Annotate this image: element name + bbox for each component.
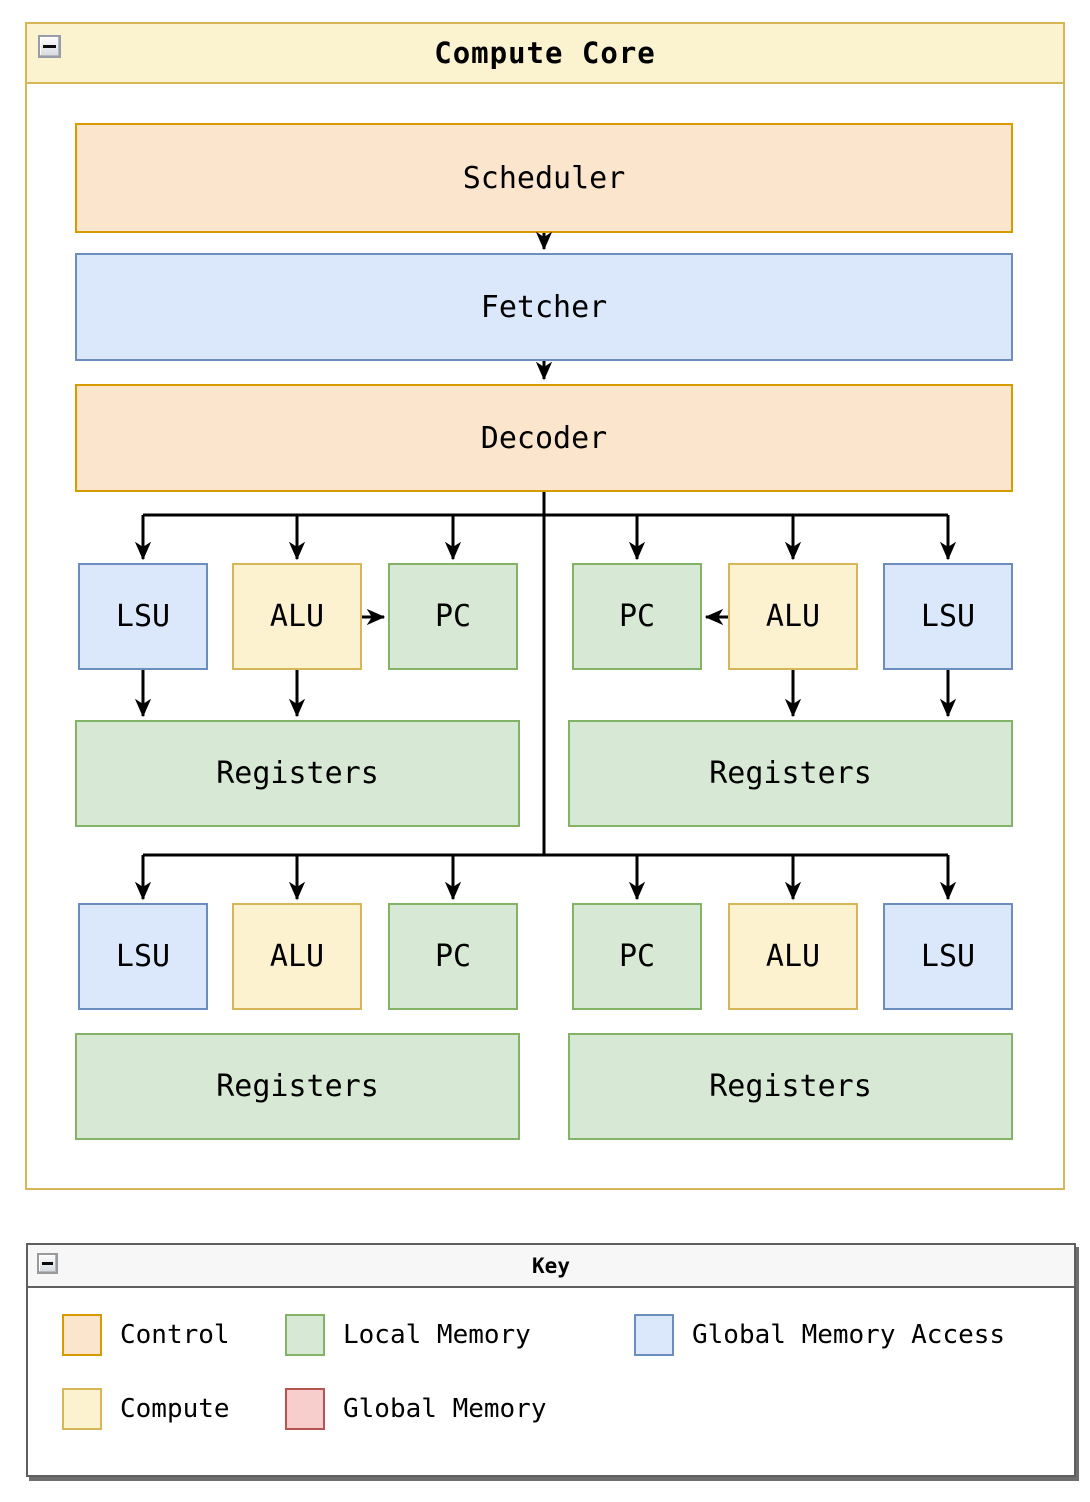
pc-box[interactable]: PC xyxy=(388,563,518,670)
minus-icon xyxy=(43,45,56,48)
fetcher-label: Fetcher xyxy=(480,289,608,325)
legend-label: Local Memory xyxy=(343,1320,531,1350)
alu-box[interactable]: ALU xyxy=(232,903,362,1010)
lsu-label: LSU xyxy=(920,599,976,634)
fetcher-box[interactable]: Fetcher xyxy=(75,253,1013,361)
legend-swatch-local-memory xyxy=(285,1314,325,1356)
key-title-bar: Key xyxy=(28,1245,1074,1288)
pc-label: PC xyxy=(618,939,656,974)
lsu-label: LSU xyxy=(115,939,171,974)
legend-swatch-compute xyxy=(62,1388,102,1430)
scheduler-label: Scheduler xyxy=(462,160,626,196)
pc-label: PC xyxy=(618,599,656,634)
alu-box[interactable]: ALU xyxy=(232,563,362,670)
legend-item-local-memory: Local Memory xyxy=(285,1314,531,1356)
alu-label: ALU xyxy=(765,599,821,634)
legend-label: Global Memory xyxy=(343,1394,547,1424)
decoder-box[interactable]: Decoder xyxy=(75,384,1013,492)
lsu-box[interactable]: LSU xyxy=(883,563,1013,670)
legend-swatch-global-memory xyxy=(285,1388,325,1430)
pc-label: PC xyxy=(434,939,472,974)
key-title: Key xyxy=(532,1253,570,1278)
lsu-label: LSU xyxy=(115,599,171,634)
lsu-box[interactable]: LSU xyxy=(883,903,1013,1010)
alu-label: ALU xyxy=(269,599,325,634)
scheduler-box[interactable]: Scheduler xyxy=(75,123,1013,233)
registers-box[interactable]: Registers xyxy=(75,1033,520,1140)
pc-label: PC xyxy=(434,599,472,634)
legend-item-control: Control xyxy=(62,1314,230,1356)
registers-label: Registers xyxy=(709,1069,872,1104)
minus-icon xyxy=(42,1262,53,1265)
legend-swatch-control xyxy=(62,1314,102,1356)
pc-box[interactable]: PC xyxy=(572,563,702,670)
alu-label: ALU xyxy=(765,939,821,974)
compute-core-title: Compute Core xyxy=(434,36,656,70)
decoder-label: Decoder xyxy=(480,420,608,456)
legend-item-global-memory: Global Memory xyxy=(285,1388,547,1430)
lsu-box[interactable]: LSU xyxy=(78,563,208,670)
legend-item-compute: Compute xyxy=(62,1388,230,1430)
legend-label: Control xyxy=(120,1320,230,1350)
registers-label: Registers xyxy=(216,1069,379,1104)
registers-label: Registers xyxy=(709,756,872,791)
pc-box[interactable]: PC xyxy=(572,903,702,1010)
lsu-label: LSU xyxy=(920,939,976,974)
legend-item-global-memory-access: Global Memory Access xyxy=(634,1314,1005,1356)
legend-label: Global Memory Access xyxy=(692,1320,1006,1350)
alu-box[interactable]: ALU xyxy=(728,903,858,1010)
lsu-box[interactable]: LSU xyxy=(78,903,208,1010)
key-collapse-button[interactable] xyxy=(37,1253,58,1274)
pc-box[interactable]: PC xyxy=(388,903,518,1010)
registers-box[interactable]: Registers xyxy=(75,720,520,827)
legend-swatch-global-memory-access xyxy=(634,1314,674,1356)
legend-label: Compute xyxy=(120,1394,230,1424)
alu-box[interactable]: ALU xyxy=(728,563,858,670)
compute-core-collapse-button[interactable] xyxy=(38,35,61,58)
key-panel: Key xyxy=(26,1243,1076,1477)
registers-box[interactable]: Registers xyxy=(568,1033,1013,1140)
compute-core-title-bar: Compute Core xyxy=(27,24,1063,84)
alu-label: ALU xyxy=(269,939,325,974)
registers-label: Registers xyxy=(216,756,379,791)
registers-box[interactable]: Registers xyxy=(568,720,1013,827)
